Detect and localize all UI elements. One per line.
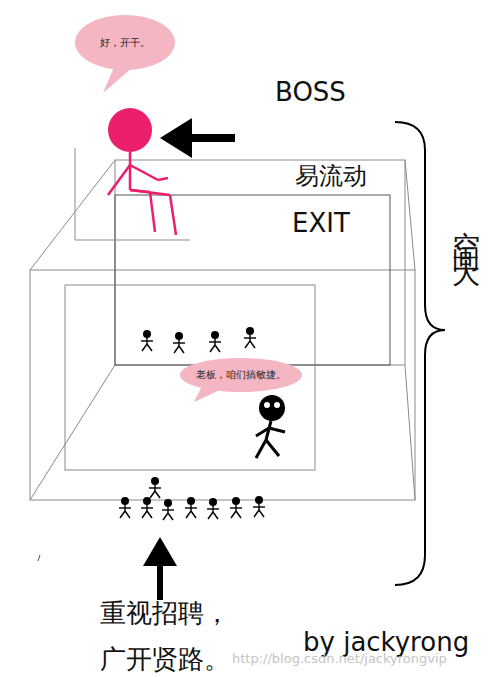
stray-mark <box>38 555 40 561</box>
bubble-text: 老板，咱们搞敏捷。 <box>196 368 286 382</box>
box-frame <box>30 148 415 500</box>
pointer-arrow <box>160 118 235 158</box>
team-figures <box>141 327 256 353</box>
speech-bubble: 老板，咱们搞敏捷。 <box>180 358 302 392</box>
exit-label: EXIT <box>292 208 350 238</box>
space-label: 空间大 <box>446 208 484 250</box>
boss-figure <box>108 108 176 235</box>
bubble-text: 好，开干。 <box>100 36 150 50</box>
worker-figure <box>256 395 285 458</box>
watermark: http://blog.csdn.net/jackyrongvip <box>232 651 447 666</box>
note-label: 易流动 <box>295 160 367 192</box>
role-label: BOSS <box>275 77 346 107</box>
up-arrow <box>143 537 177 600</box>
brace <box>395 122 445 585</box>
speech-bubble: 好，开干。 <box>75 15 175 70</box>
candidate-figures <box>119 477 265 520</box>
slogan: 重视招聘， 广开贤路。 <box>100 590 240 677</box>
